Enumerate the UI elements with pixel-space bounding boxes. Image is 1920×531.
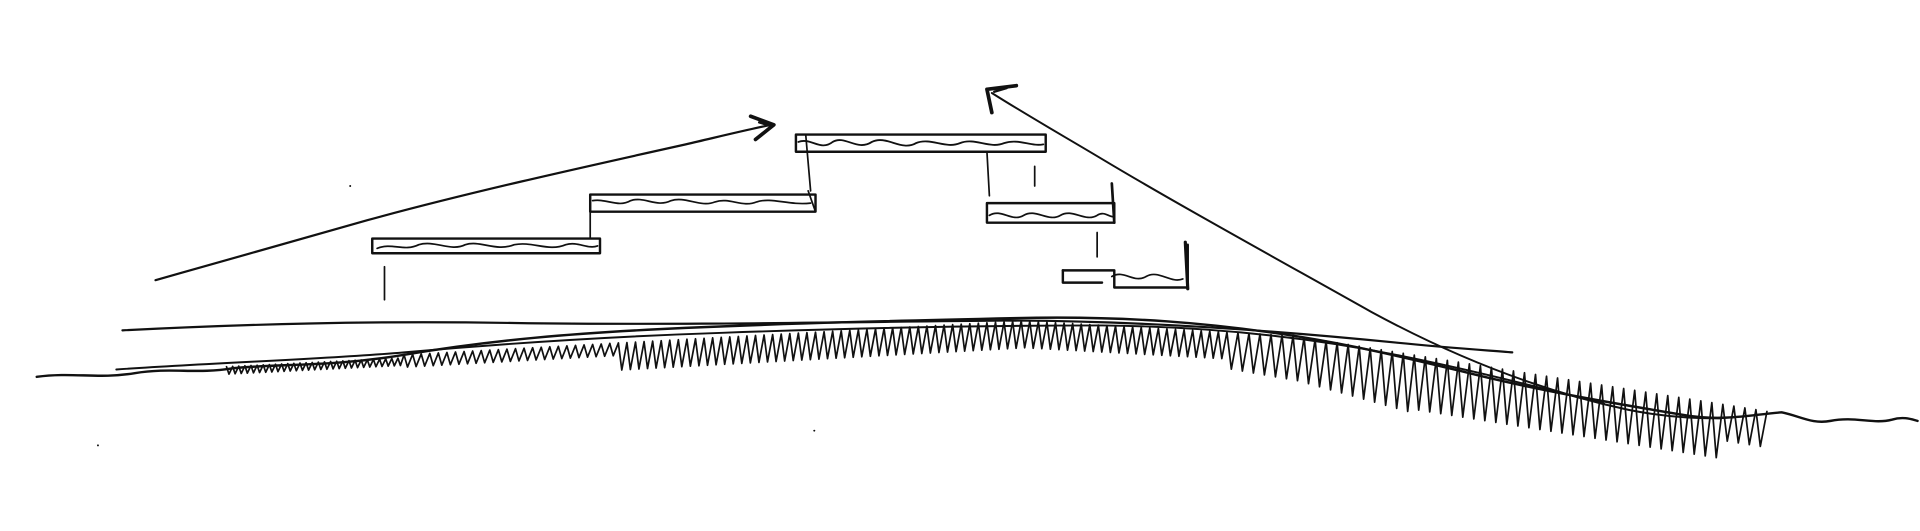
hatch-stroke [617, 319, 1768, 459]
descending-roof-line [990, 92, 1722, 420]
hatch-stroke [608, 342, 620, 357]
terrace-slab-2 [588, 190, 817, 240]
terrace-slab-3 [794, 133, 1047, 197]
hatch-stroke [403, 342, 611, 368]
horizon-line [121, 319, 1514, 354]
stray-dot [349, 184, 352, 187]
terrace-slab-4 [985, 182, 1116, 258]
ground-hatching [225, 319, 1768, 459]
ascending-arrow-icon [748, 114, 776, 142]
terrace-slab-1 [371, 237, 602, 301]
stray-dot [813, 429, 816, 432]
ground-baseline-shadow [115, 324, 1606, 405]
descending-arrow-icon [985, 83, 1019, 115]
ascending-roof-line [154, 123, 773, 282]
stray-dot [96, 444, 99, 447]
terrace-slab-5 [1061, 240, 1190, 291]
hatch-stroke [225, 353, 405, 375]
